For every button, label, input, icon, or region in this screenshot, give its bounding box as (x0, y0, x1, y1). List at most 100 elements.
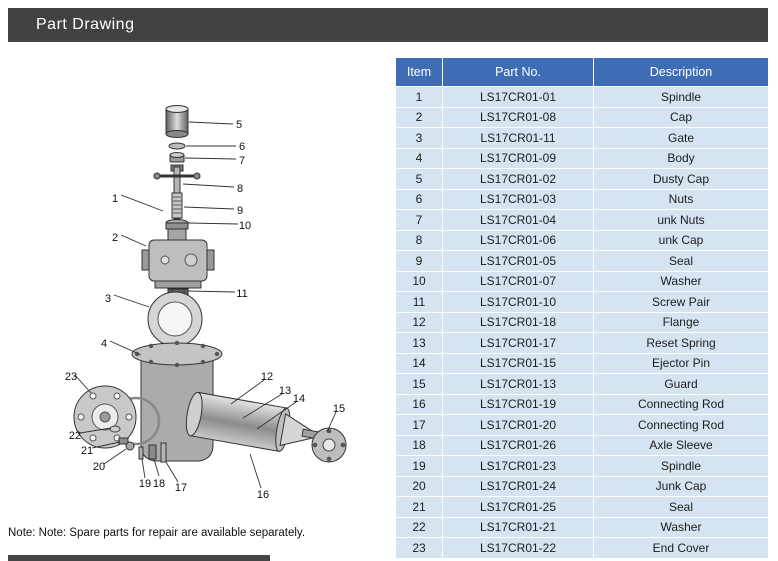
cell-description: Junk Cap (593, 475, 769, 497)
cell-item: 23 (395, 537, 443, 559)
callout-15: 15 (333, 403, 345, 415)
cell-part-no: LS17CR01-20 (442, 414, 594, 436)
cell-part-no: LS17CR01-09 (442, 147, 594, 169)
cell-part-no: LS17CR01-26 (442, 434, 594, 456)
cell-part-no: LS17CR01-10 (442, 291, 594, 313)
cell-part-no: LS17CR01-07 (442, 270, 594, 292)
cell-description: Connecting Rod (593, 393, 769, 415)
cell-item: 6 (395, 188, 443, 210)
cell-description: Seal (593, 496, 769, 518)
callout-9: 9 (237, 205, 243, 217)
cell-part-no: LS17CR01-17 (442, 332, 594, 354)
cell-description: Body (593, 147, 769, 169)
cell-description: Connecting Rod (593, 414, 769, 436)
cell-part-no: LS17CR01-23 (442, 455, 594, 477)
cell-item: 11 (395, 291, 443, 313)
cell-item: 10 (395, 270, 443, 292)
cell-description: Cap (593, 106, 769, 128)
callout-21: 21 (81, 445, 93, 457)
cell-item: 14 (395, 352, 443, 374)
cell-part-no: LS17CR01-11 (442, 127, 594, 149)
cell-description: unk Nuts (593, 209, 769, 231)
callout-labels: 1 2 3 4 5 6 7 8 9 10 11 12 13 14 15 16 1… (65, 119, 345, 501)
callout-13: 13 (279, 385, 291, 397)
cell-part-no: LS17CR01-21 (442, 516, 594, 538)
callout-2: 2 (112, 232, 118, 244)
cell-part-no: LS17CR01-05 (442, 250, 594, 272)
cell-description: Axle Sleeve (593, 434, 769, 456)
callout-22: 22 (69, 430, 81, 442)
part-actuator-cylinder (185, 391, 347, 463)
callout-12: 12 (261, 371, 273, 383)
callout-3: 3 (105, 293, 111, 305)
cell-item: 8 (395, 229, 443, 251)
cell-item: 7 (395, 209, 443, 231)
cell-part-no: LS17CR01-24 (442, 475, 594, 497)
cell-item: 19 (395, 455, 443, 477)
cell-description: Ejector Pin (593, 352, 769, 374)
cell-description: unk Cap (593, 229, 769, 251)
cell-description: Screw Pair (593, 291, 769, 313)
next-section-bar-cut (8, 555, 270, 561)
part-dusty-cap (165, 105, 189, 138)
cell-description: Washer (593, 516, 769, 538)
part-end-cover (73, 385, 161, 449)
cell-part-no: LS17CR01-25 (442, 496, 594, 518)
table-header-row: Item Part No. Description (395, 57, 769, 87)
cell-description: Guard (593, 373, 769, 395)
callout-17: 17 (175, 482, 187, 494)
cell-description: Spindle (593, 455, 769, 477)
note-text: Note: Note: Spare parts for repair are a… (8, 527, 306, 539)
exploded-drawing-area: 1 2 3 4 5 6 7 8 9 10 11 12 13 14 15 16 1… (5, 55, 395, 525)
cell-item: 2 (395, 106, 443, 128)
column-header-description: Description (593, 57, 769, 87)
cell-item: 20 (395, 475, 443, 497)
cell-part-no: LS17CR01-02 (442, 168, 594, 190)
cell-item: 13 (395, 332, 443, 354)
callout-18: 18 (153, 478, 165, 490)
cell-part-no: LS17CR01-18 (442, 311, 594, 333)
cell-part-no: LS17CR01-19 (442, 393, 594, 415)
cell-part-no: LS17CR01-08 (442, 106, 594, 128)
callout-20: 20 (93, 461, 105, 473)
callout-8: 8 (237, 183, 243, 195)
cell-item: 4 (395, 147, 443, 169)
cell-item: 1 (395, 86, 443, 108)
part-nuts-ring (168, 142, 186, 150)
cell-item: 18 (395, 434, 443, 456)
cell-item: 9 (395, 250, 443, 272)
cell-part-no: LS17CR01-06 (442, 229, 594, 251)
column-header-part-no: Part No. (442, 57, 594, 87)
cell-part-no: LS17CR01-13 (442, 373, 594, 395)
cell-item: 21 (395, 496, 443, 518)
page-title-bar: Part Drawing (8, 8, 768, 42)
cell-item: 12 (395, 311, 443, 333)
cell-part-no: LS17CR01-03 (442, 188, 594, 210)
cell-description: Nuts (593, 188, 769, 210)
callout-11: 11 (236, 288, 247, 300)
cell-description: Reset Spring (593, 332, 769, 354)
cell-part-no: LS17CR01-04 (442, 209, 594, 231)
callout-16: 16 (257, 489, 269, 501)
callout-1: 1 (112, 193, 118, 205)
exploded-valve-drawing: 1 2 3 4 5 6 7 8 9 10 11 12 13 14 15 16 1… (65, 105, 347, 501)
callout-5: 5 (236, 119, 242, 131)
